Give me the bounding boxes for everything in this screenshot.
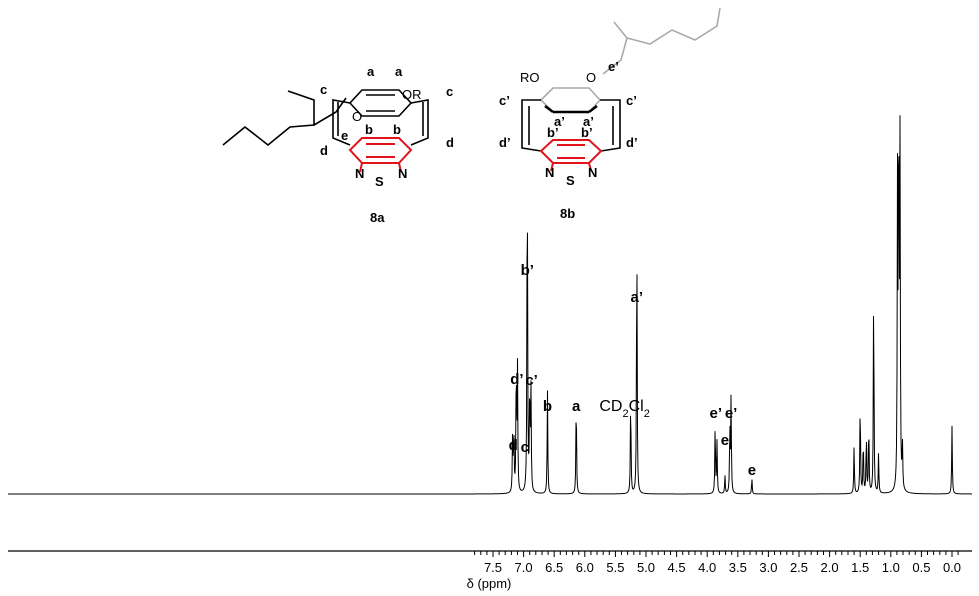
substituent-or-8a: OR	[402, 87, 422, 102]
spectrum-trace	[8, 115, 972, 495]
proton-label-d1-prime: d’	[499, 135, 511, 150]
btd-ring-8a	[348, 137, 413, 164]
proton-label-a2: a	[395, 64, 403, 79]
annotation-9: e’	[710, 405, 723, 422]
proton-label-a2-prime: a’	[583, 114, 594, 129]
peak-19	[863, 438, 864, 439]
btd-n2-8b: N	[588, 165, 597, 180]
proton-label-d2-prime: d’	[626, 135, 638, 150]
x-tick-label-14: 0.5	[912, 560, 930, 575]
peak-annotations: d d’ c b’ c’ b a CD2Cl2 a’ e’ e e’ e	[509, 262, 756, 479]
bridge-left-8b	[521, 99, 542, 152]
peak-8	[576, 394, 577, 395]
x-tick-label-6: 4.5	[668, 560, 686, 575]
annotation-3: b’	[521, 262, 534, 279]
alkyl-chain-8a	[222, 90, 315, 147]
structure-8a	[222, 89, 429, 173]
x-tick-label-9: 3.0	[759, 560, 777, 575]
proton-label-b2: b	[393, 122, 401, 137]
peak-9	[630, 394, 631, 395]
annotation-11: e’	[725, 405, 738, 422]
peak-10	[636, 222, 637, 223]
proton-label-c2-prime: c’	[626, 93, 637, 108]
x-tick-label-3: 6.0	[576, 560, 594, 575]
substituent-ro-8b: RO	[520, 70, 540, 85]
proton-label-a1: a	[367, 64, 375, 79]
annotation-10: e	[721, 432, 729, 449]
bridge-left-8a	[332, 99, 351, 146]
x-tick-label-8: 3.5	[729, 560, 747, 575]
peak-21	[868, 422, 869, 423]
peak-22	[873, 282, 874, 283]
structure-label-8b: 8b	[560, 206, 575, 221]
x-tick-label-13: 1.0	[882, 560, 900, 575]
x-tick-label-1: 7.0	[515, 560, 533, 575]
annotation-12: e	[748, 462, 756, 479]
x-tick-label-10: 2.5	[790, 560, 808, 575]
proton-label-e: e	[341, 128, 348, 143]
peak-17	[854, 446, 855, 447]
annotation-0: d	[509, 437, 518, 454]
x-tick-label-11: 2.0	[821, 560, 839, 575]
x-tick-label-4: 5.5	[606, 560, 624, 575]
x-axis: 7.5 7.0 6.5 6.0 5.5 5.0 4.5 4.0 3.5 3.0 2.5 2.0 1.5 1…	[8, 550, 972, 575]
peak-20	[866, 434, 867, 435]
peak-2	[516, 362, 517, 363]
annotation-2: c	[521, 439, 529, 456]
oxygen-8b: O	[586, 70, 596, 85]
proton-label-d1: d	[320, 143, 328, 158]
peak-25	[898, 94, 899, 95]
annotation-4: c’	[525, 372, 538, 389]
top-ring-8a	[348, 89, 413, 117]
x-tick-label-7: 4.0	[698, 560, 716, 575]
x-tick-label-5: 5.0	[637, 560, 655, 575]
x-tick-label-0: 7.5	[484, 560, 502, 575]
structure-8b	[521, 7, 721, 172]
peak-18	[860, 398, 861, 399]
annotation-7: CD2Cl2	[599, 398, 649, 420]
proton-label-c2: c	[446, 84, 453, 99]
x-tick-label-2: 6.5	[545, 560, 563, 575]
bridge-right-8b	[600, 99, 621, 152]
proton-label-e-prime: e’	[608, 59, 619, 74]
x-tick-label-12: 1.5	[851, 560, 869, 575]
btd-s-8b: S	[566, 173, 575, 188]
proton-label-b2-prime: b’	[581, 125, 593, 140]
annotation-1: d’	[510, 371, 523, 388]
alkyl-chain-8b	[602, 21, 628, 75]
proton-label-c1-prime: c’	[499, 93, 510, 108]
peak-1	[513, 430, 514, 431]
structure-label-8a: 8a	[370, 210, 385, 225]
btd-s-8a: S	[375, 174, 384, 189]
proton-label-b1: b	[365, 122, 373, 137]
annotation-8: a’	[631, 289, 644, 306]
proton-label-a1-prime: a’	[554, 114, 565, 129]
peak-7	[547, 390, 548, 391]
proton-label-d2: d	[446, 135, 454, 150]
proton-label-c1: c	[320, 82, 327, 97]
btd-ring-8b	[539, 139, 603, 164]
alkyl-chain-8b-main	[626, 7, 721, 45]
annotation-6: a	[572, 398, 581, 415]
btd-n1-8b: N	[545, 165, 554, 180]
x-axis-label: δ (ppm)	[467, 576, 512, 591]
btd-n2-8a: N	[398, 166, 407, 181]
peak-4	[527, 138, 528, 139]
proton-label-b1-prime: b’	[547, 125, 559, 140]
nmr-spectrum	[8, 94, 972, 495]
alkyl-chain-8a-branch	[313, 97, 347, 126]
annotation-5: b	[543, 398, 552, 415]
btd-n1-8a: N	[355, 166, 364, 181]
x-tick-label-15: 0.0	[943, 560, 961, 575]
oxygen-8a: O	[352, 109, 362, 124]
bridge-right-8a	[410, 99, 429, 146]
